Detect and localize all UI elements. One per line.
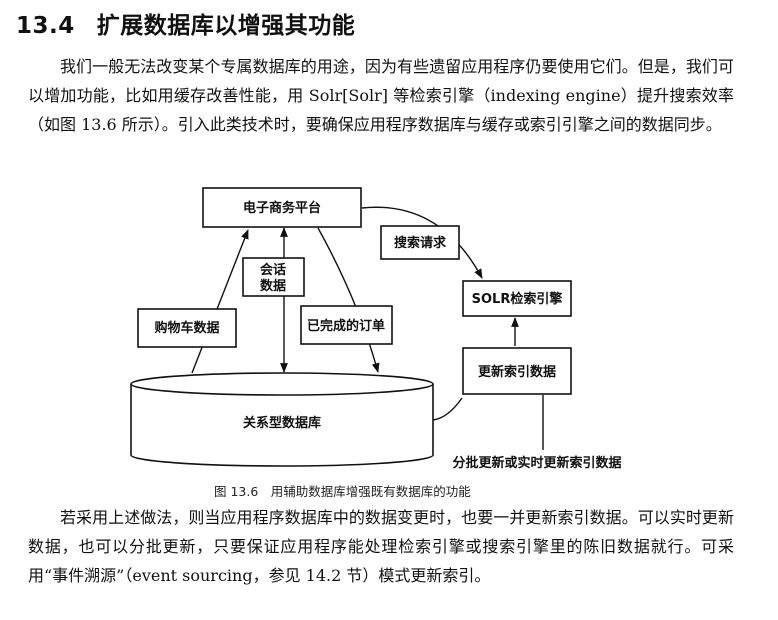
arrow-search-request xyxy=(361,206,483,279)
section-heading: 13.4 扩展数据库以增强其功能 xyxy=(16,6,355,40)
relational-db-cylinder xyxy=(130,372,434,467)
arrow-orders-to-db xyxy=(317,227,380,373)
update-index-label: 更新索引数据 xyxy=(478,364,556,380)
completed-orders-label: 已完成的订单 xyxy=(307,318,385,334)
ecommerce-platform-box xyxy=(202,187,362,228)
section-number: 13.4 xyxy=(16,13,75,39)
solr-engine-box xyxy=(462,280,572,317)
search-request-label: 搜索请求 xyxy=(394,235,447,251)
relational-db-label: 关系型数据库 xyxy=(243,415,321,431)
intro-paragraph: 我们一般无法改变某个专属数据库的用途，因为有些遗留应用程序仍要使用它们。但是，我… xyxy=(28,57,734,134)
cart-data-label: 购物车数据 xyxy=(154,320,219,336)
db-to-update-connector xyxy=(432,397,463,421)
cart-data-box xyxy=(137,308,237,348)
batch-update-note: 分批更新或实时更新索引数据 xyxy=(452,455,621,471)
search-request-box xyxy=(380,225,460,260)
completed-orders-box xyxy=(300,305,393,345)
closing-paragraph: 若采用上述做法，则当应用程序数据库中的数据变更时，也要一并更新索引数据。可以实时… xyxy=(28,508,734,585)
update-index-box xyxy=(462,347,572,395)
solr-engine-label: SOLR检索引擎 xyxy=(472,291,563,307)
arrow-cart-to-platform xyxy=(191,229,249,374)
ecommerce-platform-label: 电子商务平台 xyxy=(243,200,321,216)
session-data-label-1: 会话 xyxy=(260,262,286,278)
figure-caption: 图 13.6 用辅助数据库增强既有数据库的功能 xyxy=(214,484,471,499)
session-data-box xyxy=(242,257,305,297)
section-title: 扩展数据库以增强其功能 xyxy=(96,13,356,39)
session-data-label-2: 数据 xyxy=(260,278,286,294)
